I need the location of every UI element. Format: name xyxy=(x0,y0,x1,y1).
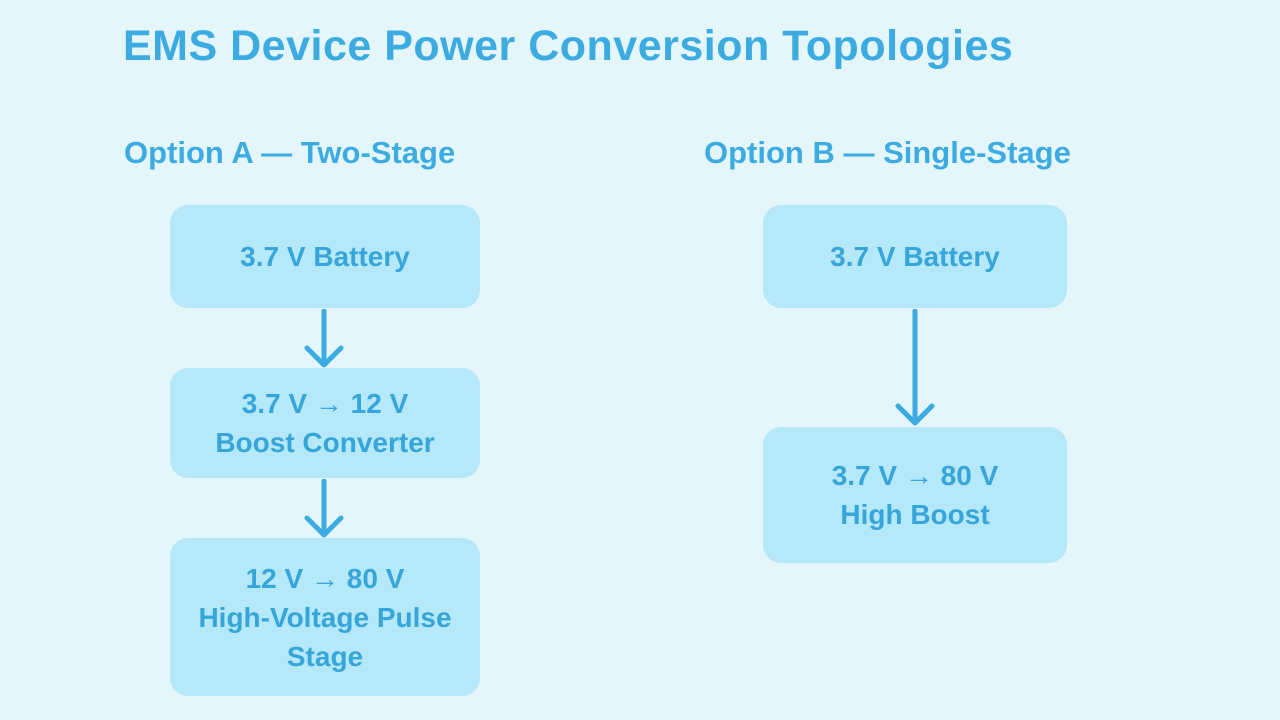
node-label-line: 3.7 V → 12 V xyxy=(241,388,409,419)
node-battery-option-b: 3.7 V Battery xyxy=(763,205,1067,308)
page-title: EMS Device Power Conversion Topologies xyxy=(123,22,1014,70)
option-a-heading: Option A — Two-Stage xyxy=(124,135,456,170)
node-label-line: 3.7 V Battery xyxy=(240,241,410,272)
flow-arrow-down-icon xyxy=(895,309,935,426)
node-battery-option-a: 3.7 V Battery xyxy=(170,205,480,308)
node-boost-converter: 3.7 V → 12 V Boost Converter xyxy=(170,368,480,478)
node-high-voltage-pulse-stage: 12 V → 80 V High-Voltage Pulse Stage xyxy=(170,538,480,696)
flow-arrow-down-icon xyxy=(304,309,344,368)
node-label-line: 3.7 V Battery xyxy=(830,241,1000,272)
node-label-line: Boost Converter xyxy=(215,427,435,458)
node-label-line: 3.7 V → 80 V xyxy=(831,460,999,491)
flow-arrow-down-icon xyxy=(304,479,344,538)
node-label-line: 12 V → 80 V xyxy=(245,562,405,594)
node-high-boost: 3.7 V → 80 V High Boost xyxy=(763,427,1067,563)
node-label-line: High Boost xyxy=(840,499,990,530)
option-b-heading: Option B — Single-Stage xyxy=(704,135,1071,170)
node-label-line: High-Voltage Pulse xyxy=(198,601,452,633)
node-label-line: Stage xyxy=(286,640,364,672)
